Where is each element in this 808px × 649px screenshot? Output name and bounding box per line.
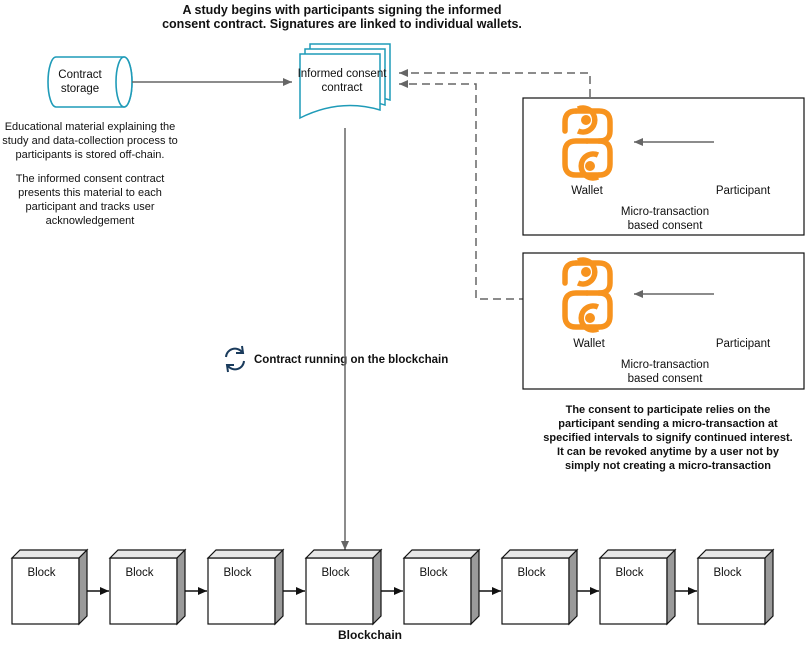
block-label: Block (321, 567, 349, 579)
informed-consent-label-2: contract (322, 82, 364, 94)
consent-note-line: simply not creating a micro-transaction (565, 460, 771, 472)
note-line: The informed consent contract (16, 173, 165, 185)
panel-caption-2: based consent (628, 373, 704, 385)
contract-running-label: Contract running on the blockchain (254, 354, 448, 366)
block-label: Block (125, 567, 153, 579)
wallet-label: Wallet (571, 185, 603, 197)
block-front-face (697, 557, 766, 625)
contract-storage-label-2: storage (61, 83, 99, 95)
wallet-label: Wallet (573, 338, 605, 350)
block-4: Block (304, 548, 383, 626)
panel-caption-1: Micro-transaction (621, 359, 709, 371)
block-side-face (176, 548, 186, 626)
block-2: Block (108, 548, 187, 626)
block-front-face (305, 557, 374, 625)
block-side-face (470, 548, 480, 626)
block-side-face (274, 548, 284, 626)
blockchain-label: Blockchain (338, 628, 402, 642)
block-top-face (500, 549, 579, 559)
left-notes: Educational material explaining the stud… (2, 121, 178, 227)
participant-label: Participant (716, 185, 771, 197)
refresh-icon (225, 345, 245, 373)
consent-note-line: specified intervals to signify continued… (543, 432, 792, 444)
note-line: participant and tracks user (25, 201, 154, 213)
block-side-face (764, 548, 774, 626)
consent-note-line: The consent to participate relies on the (566, 404, 771, 416)
block-top-face (304, 549, 383, 559)
note-line: Educational material explaining the (5, 121, 176, 133)
block-label: Block (419, 567, 447, 579)
note-line: participants is stored off-chain. (16, 149, 165, 161)
consent-panel-2: Wallet Participant Micro-transaction bas… (522, 252, 805, 390)
block-7: Block (598, 548, 677, 626)
block-label: Block (223, 567, 251, 579)
block-top-face (206, 549, 285, 559)
note-line: acknowledgement (46, 215, 135, 227)
block-6: Block (500, 548, 579, 626)
consent-note-line: participant sending a micro-transaction … (558, 418, 778, 430)
blockchain-blocks: Block Block Block Block Block Block Block Block (10, 548, 775, 626)
block-label: Block (713, 567, 741, 579)
block-5: Block (402, 548, 481, 626)
block-front-face (403, 557, 472, 625)
panel-frame (522, 97, 805, 236)
consent-note-line: It can be revoked anytime by a user not … (557, 446, 780, 458)
block-front-face (501, 557, 570, 625)
contract-storage-label-1: Contract (58, 69, 102, 81)
block-top-face (402, 549, 481, 559)
note-line: presents this material to each (18, 187, 162, 199)
block-side-face (568, 548, 578, 626)
block-side-face (78, 548, 88, 626)
panel-frame (522, 252, 805, 390)
block-top-face (108, 549, 187, 559)
block-label: Block (615, 567, 643, 579)
block-1: Block (10, 548, 89, 626)
note-line: study and data-collection process to (2, 135, 178, 147)
block-top-face (696, 549, 775, 559)
panel-caption-1: Micro-transaction (621, 206, 709, 218)
wallet2-to-contract-dashed-arrow (399, 80, 553, 300)
block-front-face (109, 557, 178, 625)
panel-caption-2: based consent (628, 220, 704, 232)
block-8: Block (696, 548, 775, 626)
participant-label: Participant (716, 338, 771, 350)
consent-panel-1: Wallet Participant Micro-transaction bas… (522, 97, 805, 236)
block-front-face (207, 557, 276, 625)
block-front-face (599, 557, 668, 625)
consent-note: The consent to participate relies on the… (543, 404, 792, 472)
header-line-2: consent contract. Signatures are linked … (162, 17, 522, 31)
block-side-face (372, 548, 382, 626)
document-stack-icon (299, 43, 391, 120)
block-label: Block (517, 567, 545, 579)
header-line-1: A study begins with participants signing… (182, 3, 501, 17)
block-top-face (10, 549, 89, 559)
block-label: Block (27, 567, 55, 579)
block-top-face (598, 549, 677, 559)
block-3: Block (206, 548, 285, 626)
cylinder-storage-icon (47, 56, 133, 108)
block-side-face (666, 548, 676, 626)
informed-consent-label-1: Informed consent (298, 68, 388, 80)
block-front-face (11, 557, 80, 625)
